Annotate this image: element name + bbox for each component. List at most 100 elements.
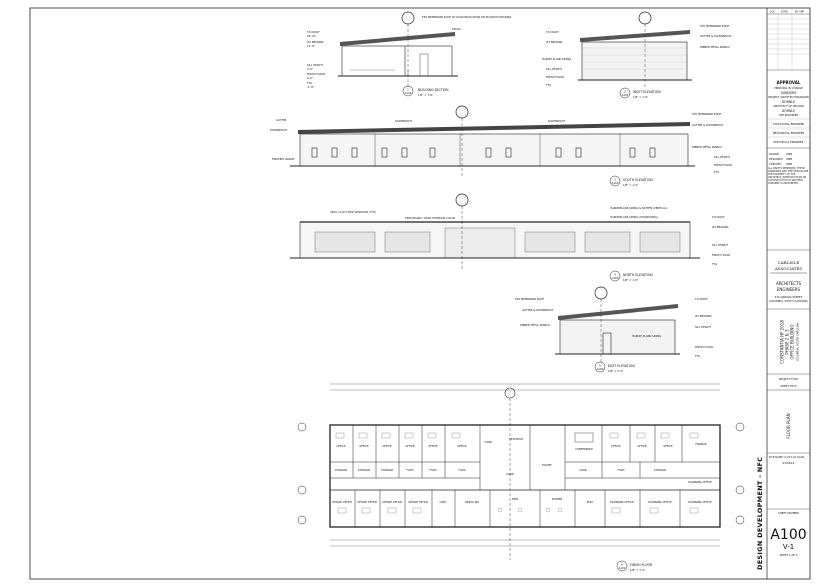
approval-designer-role: ARCHITECT OF RECORD [773, 104, 804, 108]
north-note-windows: VINYL CLAD FIXED WINDOWS (TYP.) [330, 210, 376, 214]
level-sill-value: 3'-0" [307, 67, 313, 71]
south-note-downspout2: DOWNSPOUT [395, 119, 413, 123]
north-level-ftg: FTG [712, 262, 717, 266]
room-label: WOMEN [552, 497, 562, 501]
approval-structural: STRUCTURAL ENGINEER [773, 122, 805, 126]
south-note-downspout3: DOWNSPOUT [548, 119, 566, 123]
building-section-scale: 1/8" = 1'-0" [418, 93, 433, 97]
room-label: PLANNING OFFICE [648, 500, 672, 504]
room-label: FILES [430, 468, 437, 472]
building-section-ref: A100 [405, 91, 412, 95]
room-label: OFFICE [382, 444, 392, 448]
project-line2: PHASE 2 & 3 [785, 329, 790, 355]
south-elevation-title: SOUTH ELEVATION [623, 178, 653, 182]
south-note-grade: FINISHED GRADE [272, 157, 294, 161]
west-level-ftg: FTG [546, 83, 551, 87]
west-elevation-scale: 1/8" = 1'-0" [633, 95, 648, 99]
room-label: FINANCE [695, 442, 707, 446]
east-elevation-labels: TPO MEMBRANE ROOF GUTTER & DOWNSPOUT RIB… [515, 297, 713, 373]
south-elevation-view [290, 105, 695, 178]
south-level-sill: SILL HEIGHT [714, 155, 730, 159]
approval-electrical: ELECTRICAL ENGINEER [774, 140, 804, 144]
room-label: CONFERENCE [575, 447, 593, 451]
room-label: FILES [407, 468, 414, 472]
west-elevation-num: 2 [624, 90, 626, 94]
sheet-date: 03/18/19 [783, 461, 795, 465]
north-note-batten: HARDIEPLANK SIDING & BATTEN (VERTICAL) [610, 206, 667, 210]
west-note-ribbed: RIBBED METAL PANELS [700, 45, 730, 49]
south-note-downspout: DOWNSPOUT [270, 128, 288, 132]
east-elevation-view [555, 286, 680, 364]
floor-plan-num: 6 [621, 563, 623, 567]
room-label: PLANNING OFFICE [610, 500, 634, 504]
east-level-top-roof: T/O ROOF [695, 297, 708, 301]
checked-value: DMB [786, 162, 792, 166]
room-label: ELEC [587, 500, 594, 504]
room-label: EQUIPT [542, 463, 552, 467]
project-location: COLUMBIA, SOUTH CAROLINA [796, 322, 800, 361]
level-top-roof: T/O ROOF [307, 30, 320, 34]
south-note-gutter: GUTTER [276, 118, 287, 122]
building-section-title: BUILDING SECTION [418, 88, 449, 92]
west-elevation-view [578, 11, 692, 88]
room-label: COPY [440, 500, 447, 504]
level-sill: SILL HEIGHT [307, 63, 323, 67]
floor-plan-title: FINISH FLOOR [630, 563, 653, 567]
east-note-ribbed: RIBBED METAL PANELS [520, 323, 550, 327]
firm-discipline2: ENGINEERS [777, 287, 801, 292]
north-elevation-scale: 1/8" = 1'-0" [623, 278, 638, 282]
floor-plan-view [297, 383, 745, 560]
room-label: UPTAKE OFFICE [408, 500, 428, 504]
north-note-fascia: TRIM BOARD / PAINT EXTERIOR COLOR [405, 216, 455, 220]
east-level-ftg: FTG [695, 354, 700, 358]
project-title-block: CONSTANTIA HF 2018 PHASE 2 & 3 OFFICE BU… [780, 320, 800, 364]
south-level-finish-floor: FINISH FLOOR [714, 163, 732, 167]
firm-logo: CARLISLE ASSOCIATES ARCHITECTS ENGINEERS… [769, 260, 808, 303]
sheet-number: A100 [770, 527, 806, 543]
west-note-gutter: GUTTER & DOWNSPOUT [700, 34, 732, 38]
view-tag-bubble [609, 175, 621, 187]
east-elevation-title: EAST ELEVATION [608, 364, 635, 368]
south-elevation-scale: 1/8" = 1'-0" [623, 183, 638, 187]
project-line1: CONSTANTIA HF 2018 [780, 320, 785, 364]
south-elevation-ref: A100 [612, 181, 619, 185]
room-label: OFFICE [611, 444, 621, 448]
room-label: STORAGE [358, 468, 371, 472]
approval-principal-role: PRINCIPAL IN CHARGE [774, 86, 803, 90]
room-label: PLANNING OFFICE [688, 500, 712, 504]
sheet-version: V-1 [783, 543, 794, 551]
level-finish-floor: FINISH FLOOR [307, 72, 325, 76]
east-note-hardie: HARDIE PLANK SIDING [632, 334, 661, 338]
view-tag-bubble [609, 270, 621, 282]
north-elevation-ref: A100 [612, 276, 619, 280]
checked-label: CHECKED [769, 162, 782, 166]
view-tag-bubble [402, 85, 414, 97]
north-elevation-title: NORTH ELEVATION [623, 273, 653, 277]
rev-col-by: BY APP [795, 10, 804, 14]
east-level-jst-brg: JST BEARING [694, 314, 712, 318]
south-note-gutter-ds: GUTTER & DOWNSPOUT [692, 123, 724, 127]
west-elevation-title: WEST ELEVATION [633, 90, 661, 94]
approval-title: APPROVAL [777, 80, 801, 85]
room-label: CORR [484, 440, 492, 444]
side-banner: DESIGN DEVELOPMENT - NFC [756, 457, 764, 570]
room-label: UPTAKE OFFICE [382, 500, 402, 504]
sheet-title: FLOOR PLAN [786, 413, 791, 438]
room-label: OFFICE [405, 444, 415, 448]
north-level-finish-floor: FINISH FLOOR [712, 253, 730, 257]
revision-grid [767, 8, 810, 70]
file-name: FILE NAME C:\271-01 PLAN [769, 455, 804, 459]
approval-checker-role: QTE ENGINEER [779, 113, 799, 117]
east-note-gutter: GUTTER & DOWNSPOUT [522, 308, 554, 312]
level-ftg: FTG [307, 81, 312, 85]
floor-plan-ref: A100 [619, 566, 626, 570]
south-note-ribbed: RIBBED METAL PANELS [692, 145, 722, 149]
approval-mechanical: MECHANICAL ENGINEER [773, 131, 805, 135]
level-ftg-value: -1'-8" [307, 85, 314, 89]
sheet-title-label: SHEET TITLE [780, 384, 797, 388]
room-label: PLANNING OFFICE [688, 480, 712, 484]
south-level-ftg: FTG [714, 170, 719, 174]
room-label: CORR [579, 468, 587, 472]
view-tag-bubble [619, 87, 631, 99]
